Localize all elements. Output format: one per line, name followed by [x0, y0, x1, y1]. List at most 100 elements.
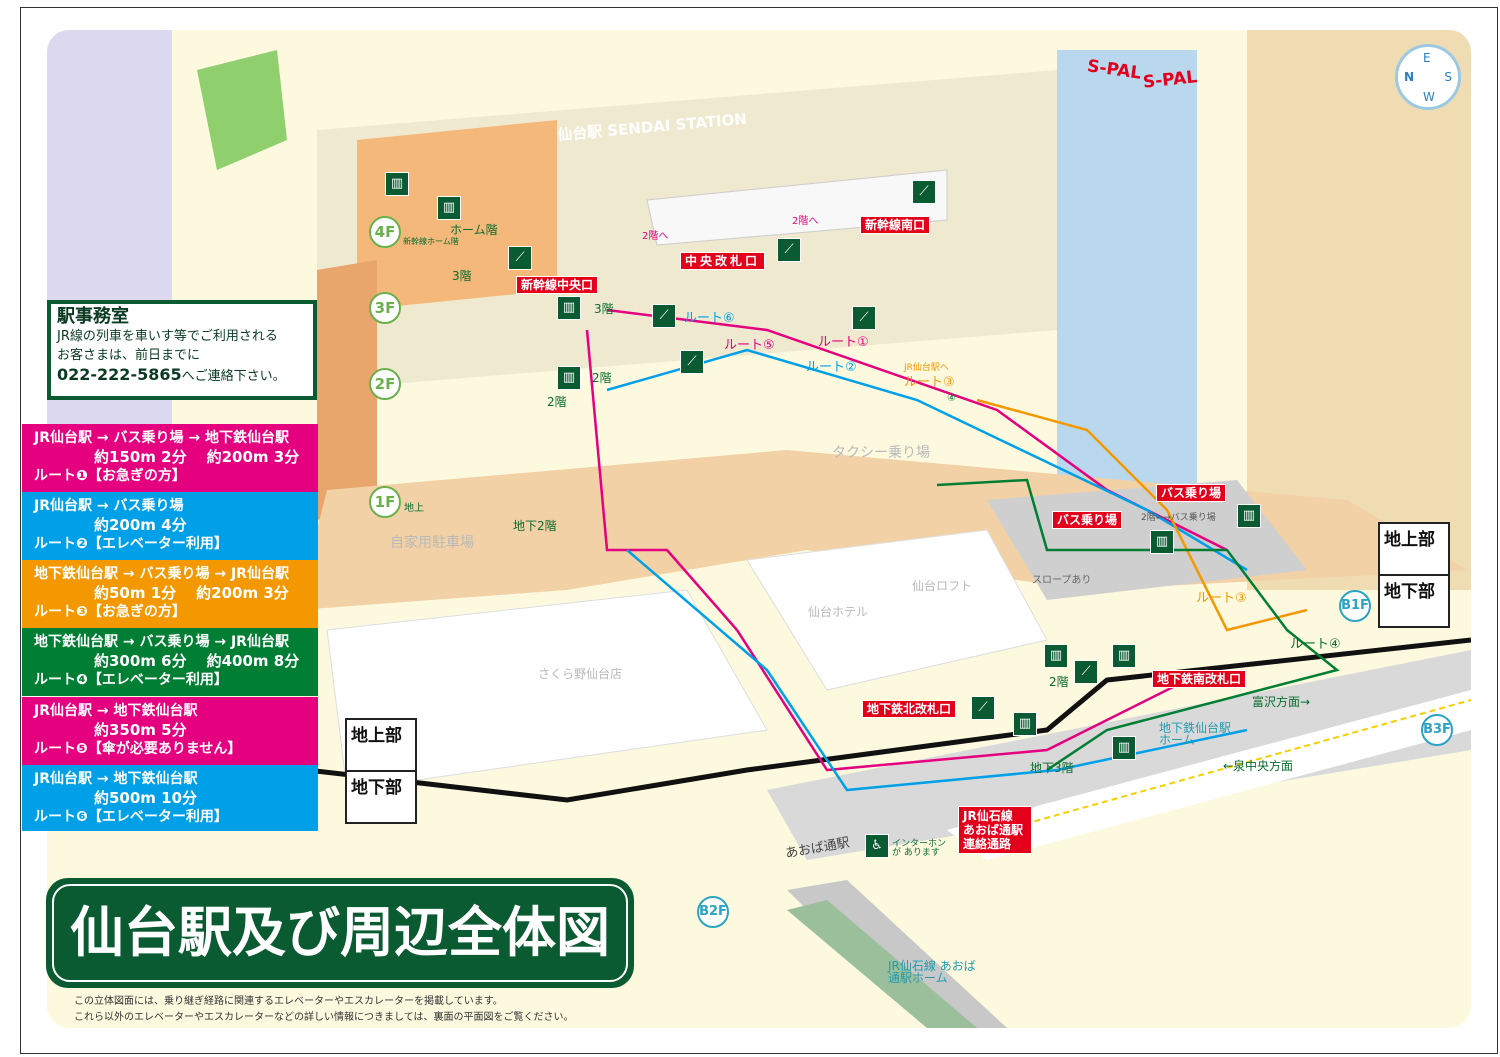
route-5-label: ルート⑤	[724, 338, 775, 353]
route-name: ルート❸【お急ぎの方】	[34, 604, 186, 620]
floor-2f: 2F	[369, 368, 401, 400]
elevator-icon: ▥	[1112, 644, 1136, 668]
elevator-icon: ▥	[437, 196, 461, 220]
elevator-icon: ▥	[1013, 712, 1037, 736]
floor-4f: 4F	[369, 216, 401, 248]
level-below: 地下部	[347, 770, 415, 822]
label-subway-south-gate: 地下鉄南改札口	[1152, 670, 1247, 688]
label-b3: 地下3階	[1030, 761, 1074, 775]
escalator-icon: ⟋	[852, 306, 876, 330]
route-3-label: ルート③	[904, 375, 955, 390]
route-path: JR仙台駅 → 地下鉄仙台駅	[34, 771, 198, 787]
route-distance: 約350m 5分	[34, 721, 318, 740]
label-izumi-chuo: ←泉中央方面	[1223, 759, 1294, 773]
escalator-icon: ⟋	[1074, 660, 1098, 684]
elevator-icon: ▥	[1150, 530, 1174, 554]
label-home-floor: ホーム階	[450, 223, 498, 237]
label-subway-north-gate: 地下鉄北改札口	[862, 700, 957, 718]
elevator-icon: ▥	[385, 172, 409, 196]
label-bus-2f: 2階←→バス乗り場	[1141, 513, 1216, 523]
label-3f-b: 3階	[594, 302, 614, 316]
label-slope: スロープあり	[1032, 575, 1092, 586]
route-path: JR仙台駅 → バス乗り場 → 地下鉄仙台駅	[34, 430, 289, 446]
spal-building	[1057, 50, 1197, 550]
compass-w: W	[1423, 90, 1435, 104]
note-line-2: これら以外のエレベーターやエスカレーターなどの詳しい情報につきましては、裏面の平…	[74, 1012, 574, 1023]
label-subway-platform: 地下鉄仙台駅 ホーム	[1159, 721, 1232, 747]
route-6-label: ルート⑥	[684, 311, 735, 326]
label-shinkansen-home: 新幹線ホーム階	[403, 237, 459, 246]
senseki-train	[787, 900, 977, 1028]
label-sakurano: さくら野仙台店	[538, 667, 623, 681]
floor-b3f: B3F	[1421, 714, 1453, 746]
label-to-2f-b: 2階へ	[792, 216, 819, 227]
floor-b1f: B1F	[1339, 590, 1371, 622]
map-illustration	[47, 30, 1471, 1028]
route-distance: 約150m 2分約200m 3分	[34, 448, 318, 467]
office-line1: JR線の列車を車いす等でご利用される	[57, 329, 278, 344]
floor-3f: 3F	[369, 292, 401, 324]
label-parking: 自家用駐車場	[390, 535, 474, 551]
station-office-info: 駅事務室 JR線の列車を車いす等でご利用される お客さまは、前日までに 022-…	[47, 300, 317, 400]
label-loft: 仙台ロフト	[912, 579, 973, 593]
office-line2: お客さまは、前日までに	[57, 348, 201, 363]
route-distance-segment: 約400m 8分	[206, 652, 300, 670]
route-4-legend: 地下鉄仙台駅 → バス乗り場 → JR仙台駅約300m 6分約400m 8分ルー…	[22, 628, 318, 696]
label-b2: 地下2階	[513, 519, 557, 533]
route-distance: 約300m 6分約400m 8分	[34, 652, 318, 671]
compass-n: N	[1404, 70, 1415, 84]
route-name: ルート❷【エレベーター利用】	[34, 536, 228, 552]
escalator-icon: ⟋	[912, 180, 936, 204]
route-distance: 約500m 10分	[34, 789, 318, 808]
elevator-icon: ▥	[557, 296, 581, 320]
office-line3: へご連絡下さい。	[181, 369, 286, 384]
label-intercom: インターホンが あります	[892, 839, 947, 858]
route-name: ルート❹【エレベーター利用】	[34, 672, 228, 688]
route-1-label: ルート①	[818, 335, 869, 350]
office-title: 駅事務室	[57, 306, 129, 327]
level-above: 地上部	[1384, 530, 1435, 550]
label-shinkansen-central-gate: 新幹線中央口	[516, 276, 599, 294]
elevator-icon: ▥	[1044, 644, 1068, 668]
office-phone: 022-222-5865	[57, 365, 182, 384]
route-distance-segment: 約150m 2分	[94, 448, 187, 466]
level-below: 地下部	[1380, 574, 1448, 626]
route-path: JR仙台駅 → バス乗り場	[34, 498, 184, 514]
map-title: 仙台駅及び周辺全体図	[52, 884, 628, 982]
level-indicator-right: 地上部 地下部	[1378, 522, 1450, 628]
route-4-label: ルート④	[1290, 637, 1341, 652]
label-senseki-platform: JR仙石線 あおば通駅ホーム	[888, 959, 976, 985]
label-bus-stop-1: バス乗り場	[1156, 484, 1227, 502]
route-distance: 約50m 1分約200m 3分	[34, 584, 318, 603]
route-path: 地下鉄仙台駅 → バス乗り場 → JR仙台駅	[34, 566, 289, 582]
route-5-legend: JR仙台駅 → 地下鉄仙台駅約350m 5分ルート❺【傘が必要ありません】	[22, 697, 318, 765]
label-senseki-passage: JR仙石線 あおば通駅 連絡通路	[958, 806, 1032, 854]
station-side	[317, 260, 377, 520]
route-1-legend: JR仙台駅 → バス乗り場 → 地下鉄仙台駅約150m 2分約200m 3分ルー…	[22, 424, 318, 492]
label-hotel: 仙台ホテル	[808, 605, 869, 619]
elevator-icon: ▥	[1237, 504, 1261, 528]
map-notes: この立体図面には、乗り継ぎ経路に関連するエレベーターやエスカレーターを掲載してい…	[74, 994, 574, 1026]
label-2f-c: 2階	[1049, 675, 1069, 689]
route-4-marker: ④	[947, 393, 956, 404]
hotel-block	[746, 529, 1048, 691]
note-line-1: この立体図面には、乗り継ぎ経路に関連するエレベーターやエスカレーターを掲載してい…	[74, 996, 503, 1007]
level-indicator-left: 地上部 地下部	[345, 718, 417, 824]
label-taxi: タクシー乗り場	[832, 445, 930, 461]
sakurano-block	[326, 589, 768, 791]
elevator-icon: ▥	[557, 366, 581, 390]
floor-1f: 1F	[369, 486, 401, 518]
route-3-line	[976, 398, 1308, 632]
escalator-icon: ⟋	[971, 696, 995, 720]
green-roof	[197, 50, 287, 170]
route-name: ルート❶【お急ぎの方】	[34, 468, 186, 484]
compass-s: S	[1444, 70, 1452, 84]
route-3-label-b: ルート③	[1196, 591, 1247, 606]
bus-terminal	[987, 480, 1307, 600]
route-distance: 約200m 4分	[34, 516, 318, 535]
route-path: 地下鉄仙台駅 → バス乗り場 → JR仙台駅	[34, 634, 289, 650]
label-to-2f-a: 2階へ	[642, 231, 669, 242]
route-3-legend: 地下鉄仙台駅 → バス乗り場 → JR仙台駅約50m 1分約200m 3分ルート…	[22, 560, 318, 628]
route-name: ルート❻【エレベーター利用】	[34, 809, 228, 825]
route-5-line	[585, 329, 1208, 772]
